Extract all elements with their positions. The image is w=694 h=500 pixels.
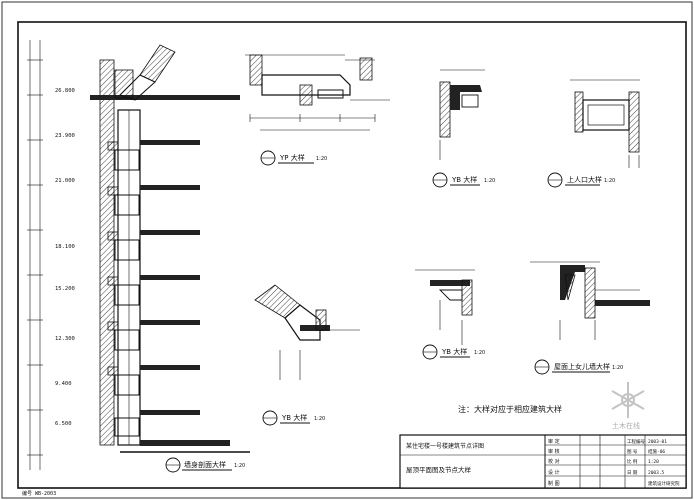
drawing-name: 屋顶平面图及节点大样 (406, 465, 472, 474)
watermark-logo-icon: 土木在线 (611, 382, 645, 430)
row-label: 制 图 (548, 480, 560, 487)
title-block: 某住宅楼一号楼建筑节点详图 屋顶平面图及节点大样 审 定 审 核 校 对 设 计… (399, 434, 687, 489)
detail-title: YB 大样 (441, 347, 467, 356)
company-name: 建筑设计研究院 (648, 480, 680, 487)
elevation-label: 15.200 (55, 286, 75, 292)
detail-title: YB 大样 (281, 413, 307, 422)
project-name: 某住宅楼一号楼建筑节点详图 (406, 442, 484, 450)
detail-title: 墙身剖面大样 (184, 460, 226, 469)
entrance-detail: 上人口大样 1:20 (547, 79, 640, 188)
elevation-label: 18.100 (55, 244, 75, 250)
roof-edge-detail: 屋面上女儿墙大样 1:20 (530, 261, 650, 375)
elevation-label: 6.500 (55, 421, 72, 427)
yb-detail-3: YB 大样 1:20 (415, 269, 485, 360)
wall-section-detail: 26.800 23.900 21.000 18.100 15.200 12.30… (27, 40, 250, 473)
detail-title: 上人口大样 (567, 175, 602, 184)
detail-scale: 1:20 (604, 178, 615, 184)
detail-scale: 1:20 (474, 350, 485, 356)
yp-detail: YP 大样 1:20 (245, 54, 390, 166)
elevation-label: 26.800 (55, 88, 75, 94)
row-label: 校 对 (548, 458, 560, 465)
detail-title: YB 大样 (451, 175, 477, 184)
yb-detail-1: YB 大样 1:20 (432, 69, 495, 188)
meta-value: 结施-06 (648, 448, 665, 455)
meta-value: 2003-01 (648, 439, 667, 445)
detail-scale: 1:20 (484, 178, 495, 184)
row-label: 审 核 (548, 448, 560, 455)
detail-title: YP 大样 (279, 153, 305, 162)
meta-label: 比 例 (627, 458, 638, 465)
meta-value: 1:20 (648, 459, 659, 465)
detail-scale: 1:20 (612, 365, 623, 371)
row-label: 设 计 (548, 469, 560, 476)
elevation-label: 9.400 (55, 381, 72, 387)
elevation-label: 21.000 (55, 178, 75, 184)
elevation-label: 23.900 (55, 133, 75, 139)
detail-scale: 1:20 (314, 416, 325, 422)
drawing-frame (17, 21, 687, 489)
meta-label: 日 期 (627, 470, 638, 476)
meta-value: 2003.5 (648, 470, 665, 476)
drawing-note: 注：大样对应于相应建筑大样 (458, 404, 562, 414)
detail-scale: 1:20 (234, 463, 245, 469)
sheet-code: 编号 WB-2003 (22, 490, 56, 497)
row-label: 审 定 (548, 438, 560, 445)
detail-title: 屋面上女儿墙大样 (554, 362, 610, 371)
detail-scale: 1:20 (316, 156, 327, 162)
elevation-label: 12.300 (55, 336, 75, 342)
meta-label: 工程编号 (627, 438, 645, 445)
watermark-text: 土木在线 (612, 421, 640, 430)
meta-label: 图 号 (627, 449, 638, 455)
yb-detail-2: YB 大样 1:20 (254, 284, 360, 426)
